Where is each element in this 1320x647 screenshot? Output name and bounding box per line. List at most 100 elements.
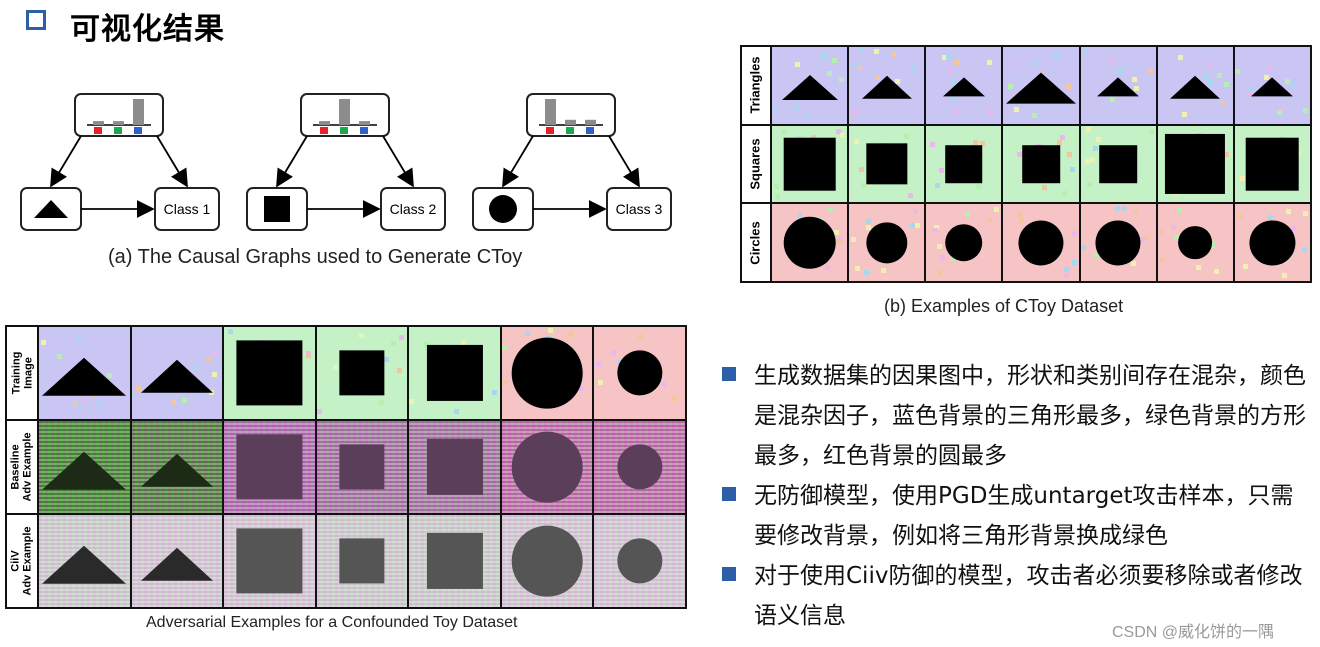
noise-speck	[1159, 229, 1165, 235]
ctoy-sample-cell	[1157, 204, 1233, 281]
noise-speck	[933, 227, 939, 233]
training-image-cell	[594, 327, 685, 419]
noise-speck	[1059, 135, 1065, 141]
ciiv-adv-example-cell	[316, 515, 408, 607]
ciiv-adv-example-cell	[131, 515, 223, 607]
bullet-square-icon	[722, 567, 736, 581]
noise-speck	[1291, 226, 1297, 232]
noise-speck	[942, 55, 948, 61]
noise-speck	[1093, 253, 1099, 259]
noise-speck	[805, 112, 811, 118]
triangle-shape	[1097, 77, 1140, 97]
noise-speck	[1031, 61, 1037, 67]
row-label-text: Baseline Adv Example	[10, 432, 34, 502]
noise-speck	[1080, 244, 1086, 250]
noise-speck	[1053, 54, 1059, 60]
noise-speck	[1131, 260, 1137, 266]
noise-speck	[577, 386, 583, 392]
noise-speck	[1181, 112, 1187, 118]
noise-speck	[212, 351, 218, 357]
noise-speck	[1056, 140, 1062, 146]
class-node	[606, 187, 672, 231]
title-bullet-icon	[26, 10, 46, 30]
noise-speck	[866, 225, 872, 231]
noise-speck	[1280, 106, 1286, 112]
noise-speck	[1090, 157, 1096, 163]
row-label-text: CiiV Adv Example	[10, 526, 34, 596]
ctoy-sample-cell	[849, 47, 925, 124]
noise-speck	[1144, 235, 1150, 241]
ctoy-sample-cell	[772, 125, 848, 203]
noise-speck	[390, 340, 396, 346]
noise-speck	[938, 270, 944, 276]
noise-speck	[838, 76, 844, 82]
noise-speck	[993, 207, 999, 213]
bullet-list: 生成数据集的因果图中，形状和类别间存在混杂，颜色是混杂因子，蓝色背景的三角形最多…	[722, 356, 1312, 636]
row-label: Training Image	[7, 327, 37, 419]
noise-speck	[774, 184, 780, 190]
noise-speck	[831, 58, 837, 64]
ciiv-adv-example-cell	[594, 515, 685, 607]
noise-speck	[851, 109, 857, 115]
noise-speck	[1174, 234, 1180, 240]
noise-speck	[934, 183, 940, 189]
noise-speck	[1115, 205, 1121, 211]
baseline-adv-example-cell	[224, 421, 315, 513]
causal-arrow	[156, 135, 188, 188]
noise-speck	[460, 339, 466, 345]
noise-speck	[822, 54, 828, 60]
square-shape	[339, 538, 385, 584]
noise-speck	[597, 379, 603, 385]
noise-speck	[794, 61, 800, 67]
noise-speck	[1095, 136, 1101, 142]
ciiv-adv-example-cell	[224, 515, 315, 607]
color-swatch	[360, 127, 368, 134]
square-shape	[1022, 145, 1060, 183]
noise-speck	[1213, 269, 1219, 275]
histogram-bar	[545, 99, 556, 125]
noise-speck	[171, 399, 177, 405]
row-label-text: Circles	[748, 220, 763, 265]
ctoy-sample-cell	[849, 125, 925, 203]
noise-speck	[502, 345, 508, 351]
noise-speck	[1247, 91, 1253, 97]
square-shape	[1099, 145, 1137, 183]
noise-speck	[378, 399, 384, 405]
causal-arrow	[276, 135, 308, 188]
noise-speck	[492, 389, 498, 395]
training-image-cell	[409, 327, 500, 419]
noise-speck	[73, 400, 79, 406]
noise-speck	[909, 222, 915, 228]
circle-shape	[617, 350, 663, 396]
noise-speck	[611, 350, 617, 356]
class-label: Class 1	[164, 201, 211, 217]
noise-speck	[1066, 152, 1072, 158]
noise-speck	[1148, 128, 1154, 134]
noise-speck	[955, 59, 961, 65]
baseline-adv-example-cell	[131, 421, 223, 513]
noise-speck	[524, 331, 530, 337]
noise-speck	[859, 47, 865, 53]
noise-speck	[854, 266, 860, 272]
noise-speck	[1224, 152, 1230, 158]
ctoy-sample-cell	[926, 125, 1002, 203]
noise-speck	[569, 330, 575, 336]
noise-speck	[1085, 159, 1091, 165]
noise-speck	[1282, 272, 1288, 278]
noise-speck	[891, 51, 897, 57]
ciiv-adv-example-cell	[39, 515, 130, 607]
triangle-shape	[140, 547, 213, 581]
noise-speck	[940, 255, 945, 261]
noise-speck	[1216, 72, 1222, 78]
bullet-item: 无防御模型，使用PGD生成untarget攻击样本，只需要修改背景，例如将三角形…	[722, 476, 1312, 556]
histogram-bar	[359, 121, 370, 125]
ctoy-sample-cell	[1234, 125, 1310, 203]
noise-speck	[811, 134, 817, 140]
bullet-square-icon	[722, 367, 736, 381]
noise-speck	[881, 267, 887, 273]
noise-speck	[939, 167, 944, 173]
square-shape	[339, 444, 385, 490]
square-shape	[236, 528, 303, 594]
color-swatch	[134, 127, 142, 134]
